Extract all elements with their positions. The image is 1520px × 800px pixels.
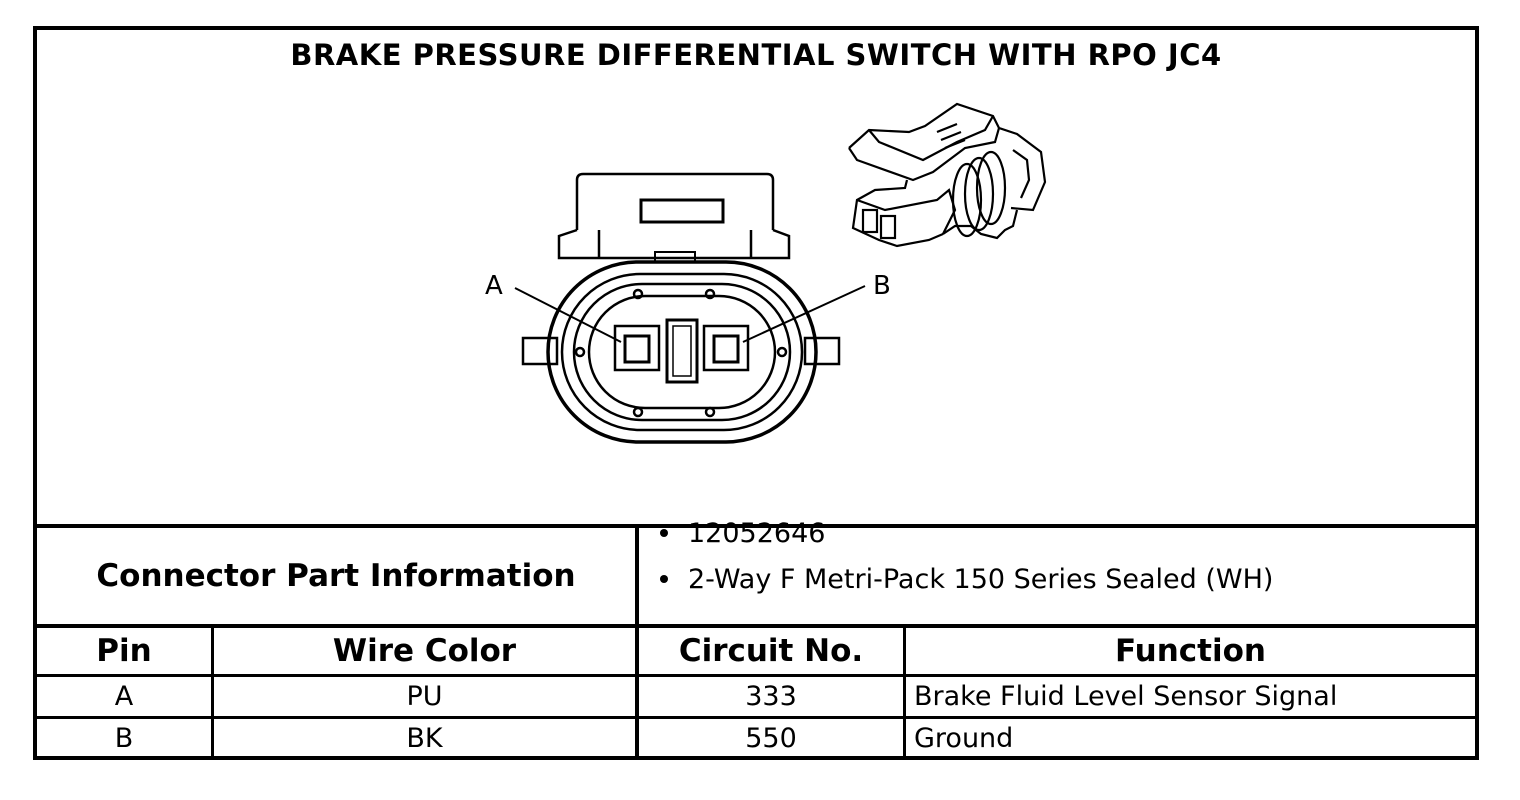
table-row-a-pin: A — [114, 681, 134, 712]
table-row-a-wire-color: PU — [406, 681, 443, 712]
terminal-b — [712, 334, 740, 364]
connector-info-label: Connector Part Information — [96, 558, 576, 594]
table-row-b-function: Ground — [914, 722, 1014, 754]
bullet-icon — [660, 529, 668, 537]
left-tab — [521, 336, 559, 366]
latch-housing — [575, 172, 775, 230]
connector-info-list: 12052646 2-Way F Metri-Pack 150 Series S… — [656, 510, 1436, 602]
list-item: 12052646 — [656, 510, 1436, 556]
grid-line — [37, 674, 1475, 677]
header-function: Function — [1115, 633, 1266, 669]
grid-line — [37, 524, 1475, 528]
grid-line — [211, 624, 214, 760]
list-item: 2-Way F Metri-Pack 150 Series Sealed (WH… — [656, 556, 1436, 602]
table-row-a-circuit: 333 — [745, 681, 797, 712]
diagram-title: BRAKE PRESSURE DIFFERENTIAL SWITCH WITH … — [290, 38, 1222, 72]
table-row-a-function: Brake Fluid Level Sensor Signal — [914, 681, 1338, 712]
table-row-b-pin: B — [114, 722, 134, 754]
pin-label-b: B — [873, 271, 891, 301]
pin-label-a: A — [485, 271, 503, 301]
connector-isometric — [848, 102, 1047, 248]
connector-drawing: A B — [485, 102, 1047, 444]
diagram-frame: BRAKE PRESSURE DIFFERENTIAL SWITCH WITH … — [33, 26, 1479, 760]
right-tab — [803, 336, 841, 366]
header-pin: Pin — [96, 633, 152, 669]
table-row-b-wire-color: BK — [406, 722, 443, 754]
grid-line — [903, 624, 906, 760]
center-key — [665, 318, 699, 384]
bullet-icon — [660, 575, 668, 583]
table-row-b-circuit: 550 — [745, 722, 797, 754]
header-circuit-no: Circuit No. — [678, 633, 864, 669]
leader-a — [514, 287, 622, 343]
grid-line — [635, 524, 639, 760]
terminal-a — [623, 334, 651, 364]
grid-line — [37, 624, 1475, 628]
header-wire-color: Wire Color — [332, 633, 517, 669]
terminal-a-cavity — [613, 324, 661, 372]
terminal-b-cavity — [702, 324, 750, 372]
connector-body — [546, 260, 818, 444]
leader-b — [742, 285, 866, 343]
grid-line — [37, 716, 1475, 719]
